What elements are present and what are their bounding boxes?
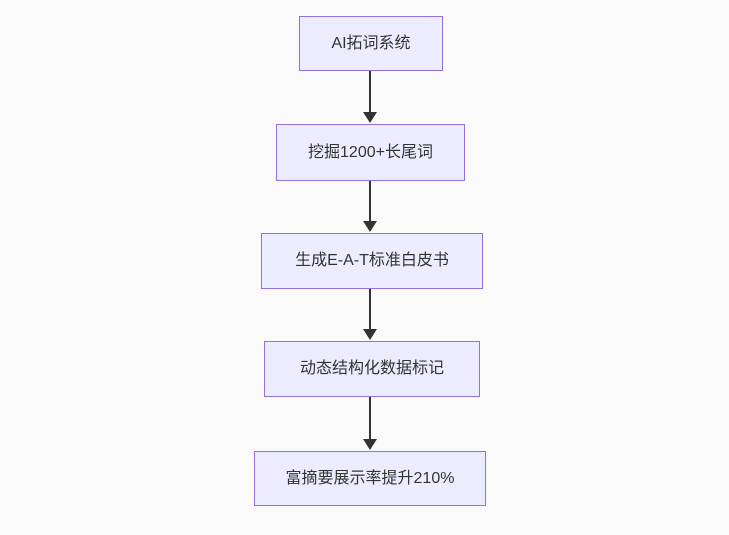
- flow-arrow-line: [369, 397, 371, 440]
- flow-node-ai-expansion-system: AI拓词系统: [299, 16, 443, 71]
- arrowhead-down-icon: [363, 221, 377, 232]
- flow-arrow-line: [369, 289, 371, 330]
- arrowhead-down-icon: [363, 329, 377, 340]
- arrowhead-down-icon: [363, 112, 377, 123]
- flow-arrow-line: [369, 181, 371, 222]
- flow-node-structured-data-markup: 动态结构化数据标记: [264, 341, 480, 397]
- flow-node-longtail-mining: 挖掘1200+长尾词: [276, 124, 465, 181]
- flow-node-rich-snippet-result: 富摘要展示率提升210%: [254, 451, 486, 506]
- arrowhead-down-icon: [363, 439, 377, 450]
- flow-node-eat-whitepaper: 生成E-A-T标准白皮书: [261, 233, 483, 289]
- flow-arrow-line: [369, 71, 371, 113]
